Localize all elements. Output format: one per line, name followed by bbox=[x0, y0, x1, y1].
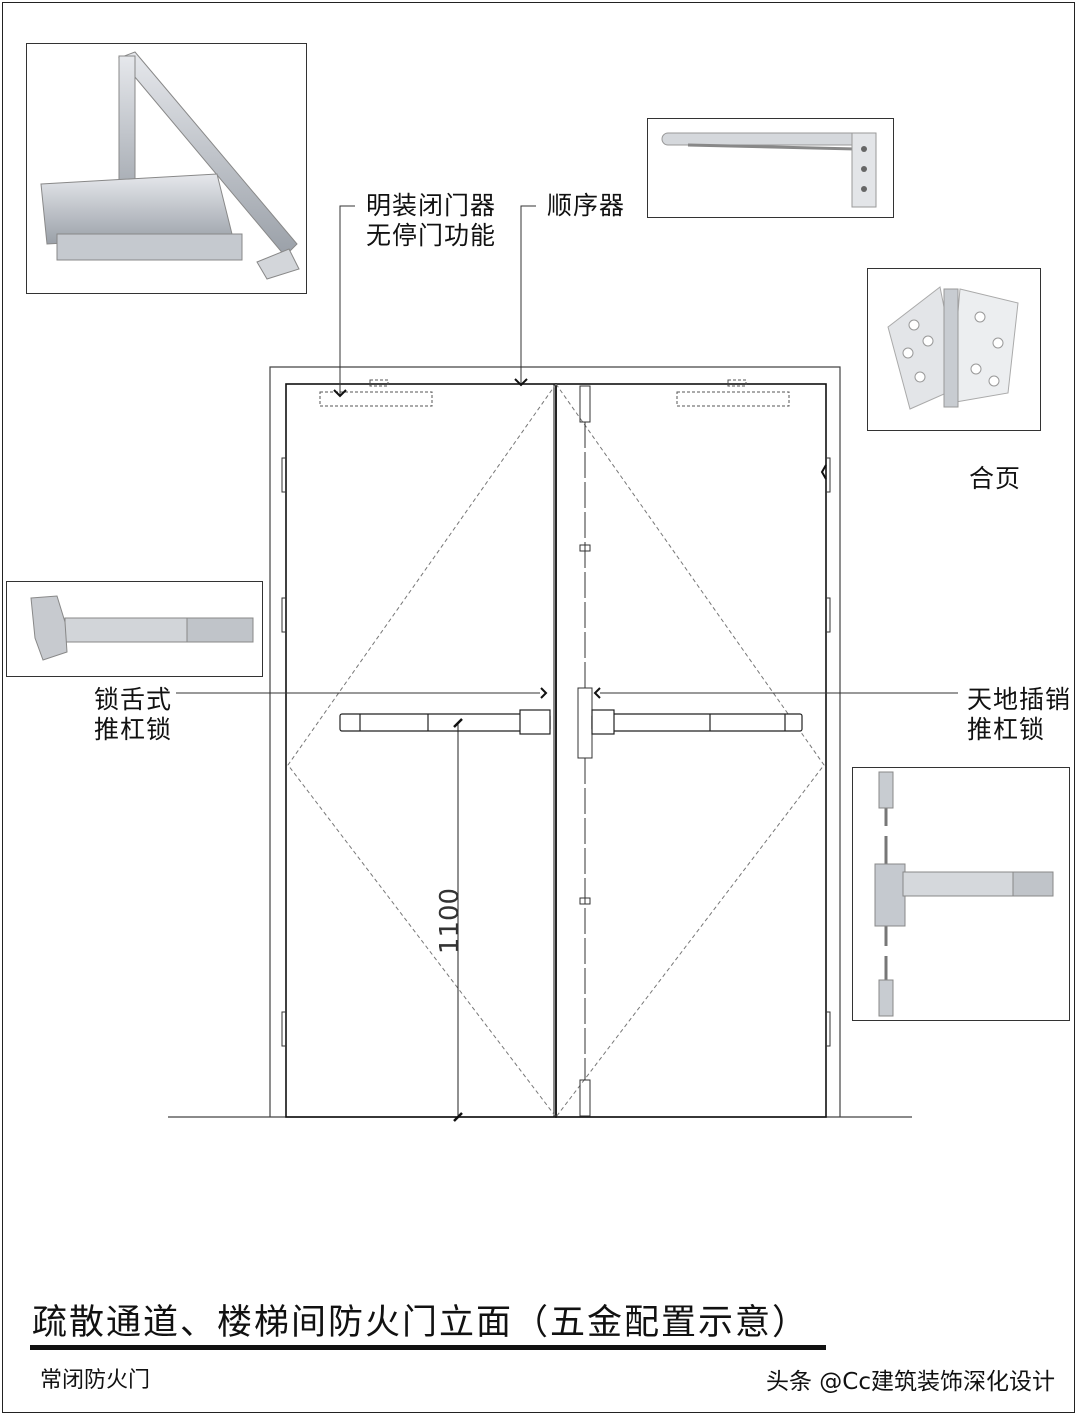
latch-label-line2: 推杠锁 bbox=[94, 715, 173, 744]
drawing-subtitle: 常闭防火门 bbox=[40, 1368, 151, 1393]
rod-label-line2: 推杠锁 bbox=[967, 715, 1046, 744]
left-leaf-swing-line bbox=[287, 383, 557, 1118]
vertical-rod-push-bar-photo bbox=[852, 767, 1070, 1021]
coordinator-label: 顺序器 bbox=[547, 191, 626, 220]
latch-push-bar-photo bbox=[6, 581, 263, 677]
door-coordinator-photo bbox=[647, 118, 894, 218]
hinge-label: 合页 bbox=[969, 464, 1022, 493]
title-underline bbox=[30, 1345, 826, 1350]
right-leaf-swing-line bbox=[555, 383, 825, 1118]
left-push-bar bbox=[339, 713, 551, 732]
left-door-leaf bbox=[285, 383, 557, 1118]
latch-label-line1: 锁舌式 bbox=[94, 685, 173, 714]
closer-label-line2: 无停门功能 bbox=[366, 221, 497, 250]
left-door-closer bbox=[319, 391, 433, 407]
rod-label-line1: 天地插销 bbox=[967, 685, 1072, 714]
right-push-bar bbox=[591, 713, 803, 732]
credit-text: 头条 @Cc建筑装饰深化设计 bbox=[765, 1369, 1055, 1395]
hinge-photo bbox=[867, 268, 1041, 431]
right-door-closer bbox=[676, 391, 790, 407]
drawing-title: 疏散通道、楼梯间防火门立面（五金配置示意） bbox=[32, 1303, 810, 1343]
closer-label-line1: 明装闭门器 bbox=[366, 191, 497, 220]
right-door-leaf bbox=[555, 383, 827, 1118]
door-closer-photo bbox=[26, 43, 307, 294]
dimension-label: 1100 bbox=[435, 887, 466, 955]
